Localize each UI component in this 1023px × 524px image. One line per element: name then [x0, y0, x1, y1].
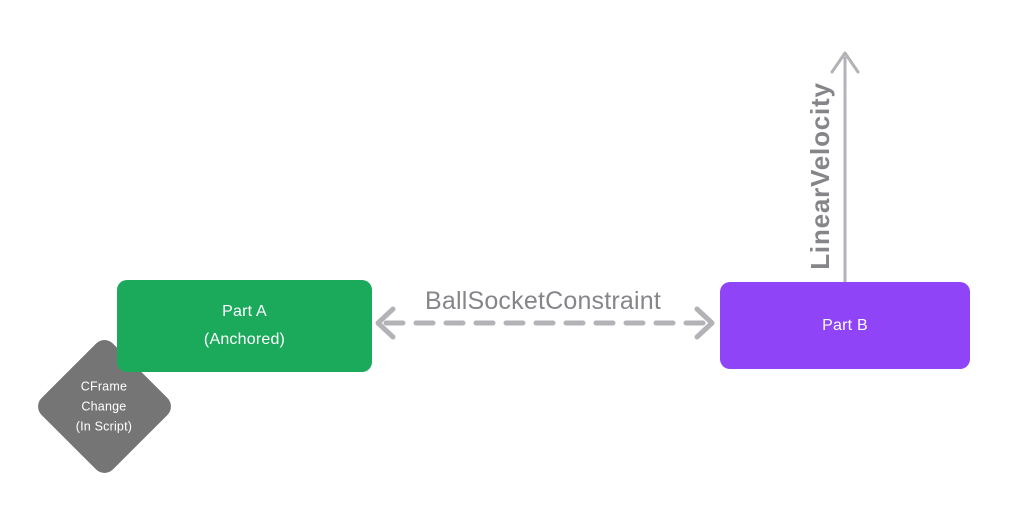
- linear-velocity-arrowhead-icon: [830, 51, 860, 74]
- part-a-subtitle: (Anchored): [203, 331, 286, 348]
- part-b-box: Part B: [720, 282, 970, 369]
- linear-velocity-label: LinearVelocity: [805, 82, 835, 270]
- cframe-change-diamond-text: CFrame Change (In Script): [76, 377, 132, 437]
- diamond-line-3: (In Script): [76, 419, 133, 434]
- part-a-title: Part A: [222, 303, 267, 320]
- part-a-box: Part A (Anchored): [117, 280, 372, 372]
- diamond-line-1: CFrame: [81, 379, 128, 394]
- diamond-line-2: Change: [82, 399, 127, 414]
- part-b-title: Part B: [822, 316, 868, 334]
- ball-socket-constraint-label: BallSocketConstraint: [424, 287, 662, 315]
